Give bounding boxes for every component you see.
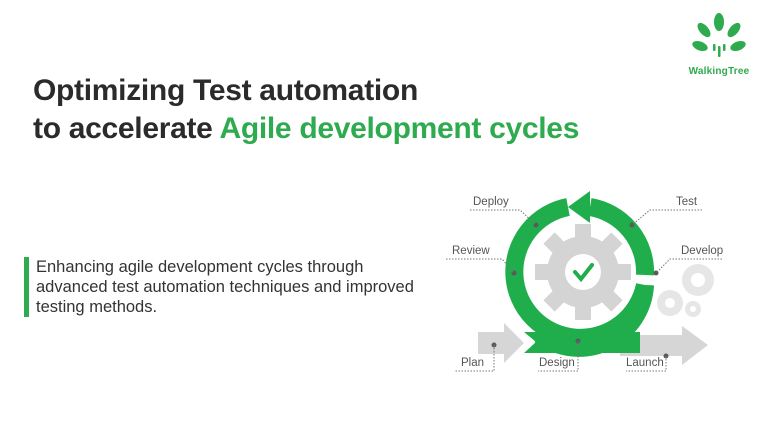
stage-label-develop: Develop <box>681 245 724 257</box>
leaf-tree-icon <box>692 13 746 57</box>
page-title: Optimizing Test automation to accelerate… <box>33 72 579 148</box>
description-text: Enhancing agile development cycles throu… <box>24 257 416 317</box>
checkmark-icon <box>573 263 594 283</box>
stage-label-deploy: Deploy <box>473 196 509 208</box>
stage-label-plan: Plan <box>461 357 485 369</box>
gear-icon <box>535 224 631 320</box>
background-gears-icon <box>657 264 714 317</box>
cycle-arrow-head-icon <box>568 191 590 223</box>
stage-label-review: Review <box>452 245 490 257</box>
brand-name: WalkingTree <box>688 66 750 77</box>
stage-label-design: Design <box>539 357 575 369</box>
title-line-2-accent: Agile development cycles <box>219 112 580 145</box>
launch-arrow-icon <box>620 326 708 365</box>
agile-cycle-diagram: Deploy Review Test Develop Plan Design L… <box>440 185 740 385</box>
walkingtree-logo: WalkingTree <box>684 12 754 82</box>
stage-label-launch: Launch <box>626 357 664 369</box>
title-line-2-prefix: to accelerate <box>33 112 220 145</box>
agile-cycle-graphic <box>446 191 722 372</box>
plan-arrow-icon <box>478 323 524 363</box>
title-line-1: Optimizing Test automation <box>33 74 418 107</box>
design-bar-icon <box>524 332 640 353</box>
stage-label-test: Test <box>676 196 698 208</box>
